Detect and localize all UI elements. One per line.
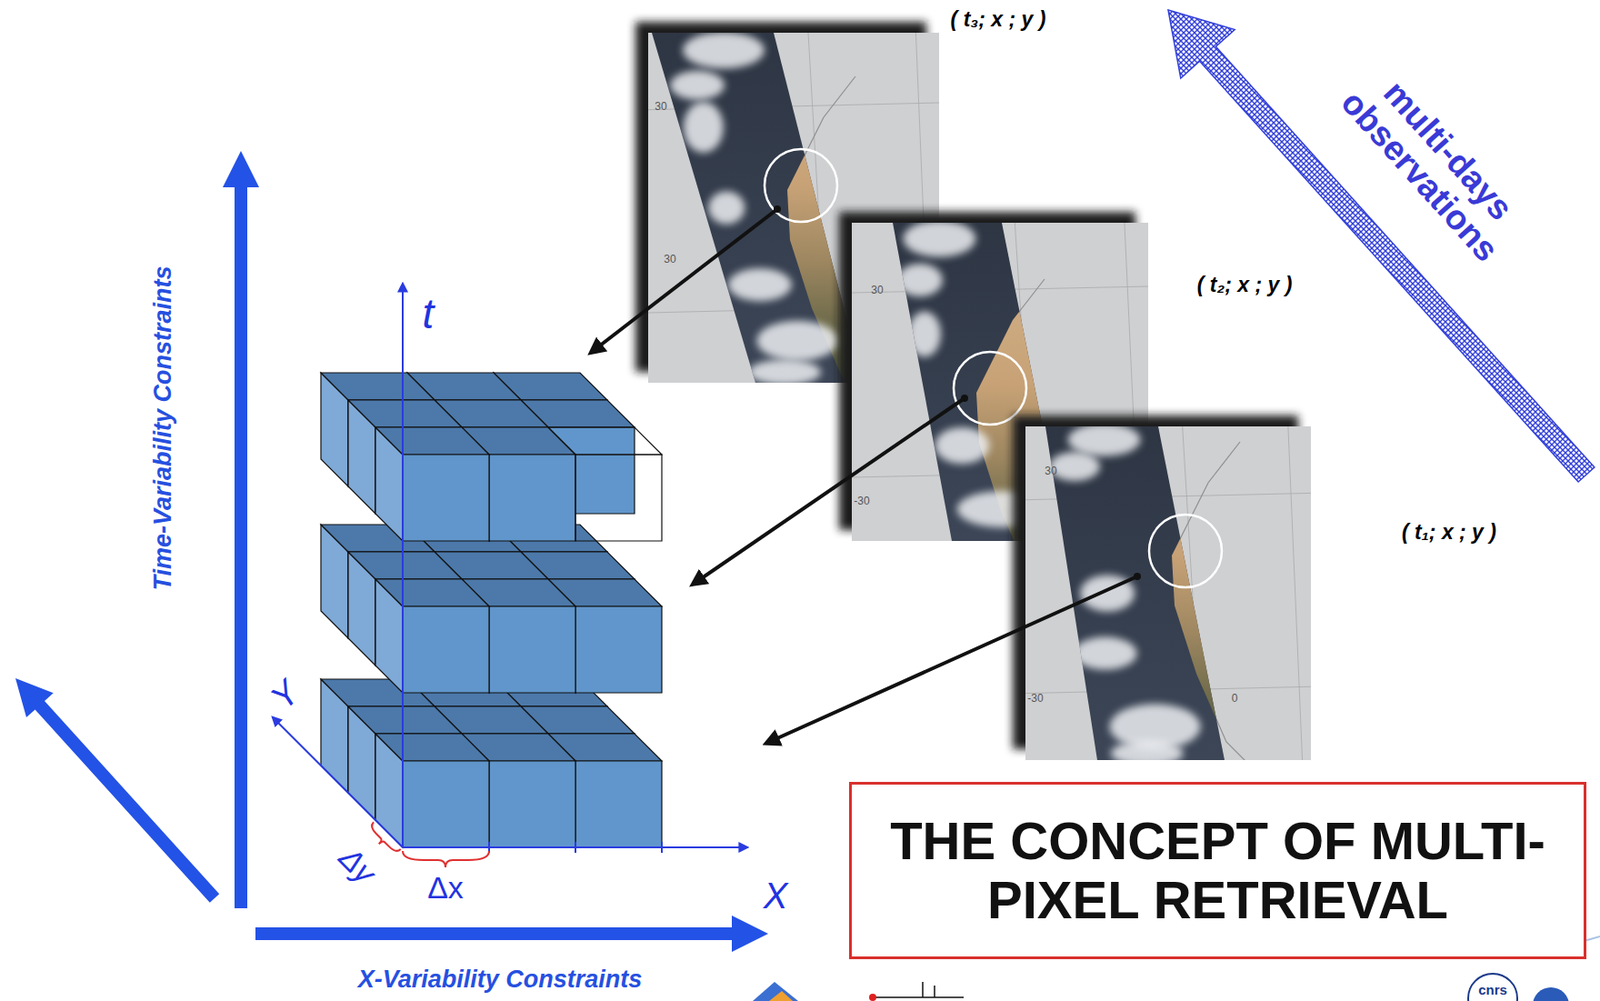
logo-shape <box>769 990 793 1001</box>
cloud <box>670 70 725 100</box>
logo-text: cnrs <box>1478 982 1508 999</box>
logo-shape <box>752 981 799 1001</box>
cloud <box>1110 740 1184 767</box>
cloud <box>902 220 976 258</box>
pointer-arrow <box>767 576 1138 743</box>
cloud <box>897 263 943 297</box>
axis-caption: Time-Variability Constraints <box>150 265 178 590</box>
latitude-tick: 30 <box>870 284 883 297</box>
cloud <box>1073 637 1138 670</box>
cloud <box>683 101 724 153</box>
cloud <box>728 268 792 301</box>
dimension-label: Δx <box>427 870 464 905</box>
cloud <box>708 191 745 225</box>
axis-letter: X <box>763 875 789 916</box>
pointer-arrow <box>591 209 778 352</box>
map-ground <box>1025 426 1311 760</box>
cube-axes <box>272 283 748 853</box>
hatched-arrow <box>1168 10 1595 482</box>
cloud <box>682 31 765 69</box>
cube-stack <box>320 372 662 848</box>
coordinate-label: ( t₃; x ; y ) <box>950 8 1047 31</box>
satellite-image <box>1012 415 1316 767</box>
cloud <box>908 311 941 358</box>
axis-letter: t <box>422 290 435 338</box>
axis-letter: Y <box>263 673 307 717</box>
coordinate-label: ( t₂; x ; y ) <box>1197 273 1293 297</box>
logo-shape <box>1532 987 1570 1001</box>
selection-circle <box>1149 514 1222 588</box>
selection-circle <box>953 351 1027 425</box>
cube <box>375 427 490 541</box>
dimension-label: Δy <box>332 840 383 891</box>
latitude-tick: 30 <box>1044 465 1057 478</box>
graticule-line <box>1288 426 1303 760</box>
dy-brace <box>365 821 401 858</box>
cloud <box>934 427 990 464</box>
missing-cube-outline <box>548 427 662 541</box>
cloud <box>756 320 839 361</box>
logo-shape <box>869 981 964 1001</box>
latitude-tick: -30 <box>1027 692 1043 705</box>
longitude-tick: 0 <box>1231 692 1239 705</box>
title-box: THE CONCEPT OF MULTI-PIXEL RETRIEVAL <box>849 781 1587 960</box>
pointer-arrow <box>693 398 965 584</box>
cube <box>375 579 490 693</box>
ocean <box>1025 426 1311 760</box>
coordinate-label: ( t₁; x ; y ) <box>1401 520 1497 544</box>
logo-circle <box>1468 973 1518 1001</box>
cube <box>375 733 490 848</box>
cloud <box>1068 423 1141 457</box>
dx-brace <box>402 850 490 868</box>
time-arrow <box>222 150 260 909</box>
latitude-tick: 30 <box>654 100 667 113</box>
y-arrow <box>15 678 220 903</box>
latitude-tick: -30 <box>853 495 870 508</box>
arrow-caption: multi-days observations <box>1320 43 1547 284</box>
latitude-tick: 30 <box>663 253 676 266</box>
title-text: THE CONCEPT OF MULTI-PIXEL RETRIEVAL <box>870 811 1566 930</box>
axis-caption: X-Variability Constraints <box>358 966 643 994</box>
cloud <box>748 359 821 385</box>
x-arrow <box>255 915 769 952</box>
